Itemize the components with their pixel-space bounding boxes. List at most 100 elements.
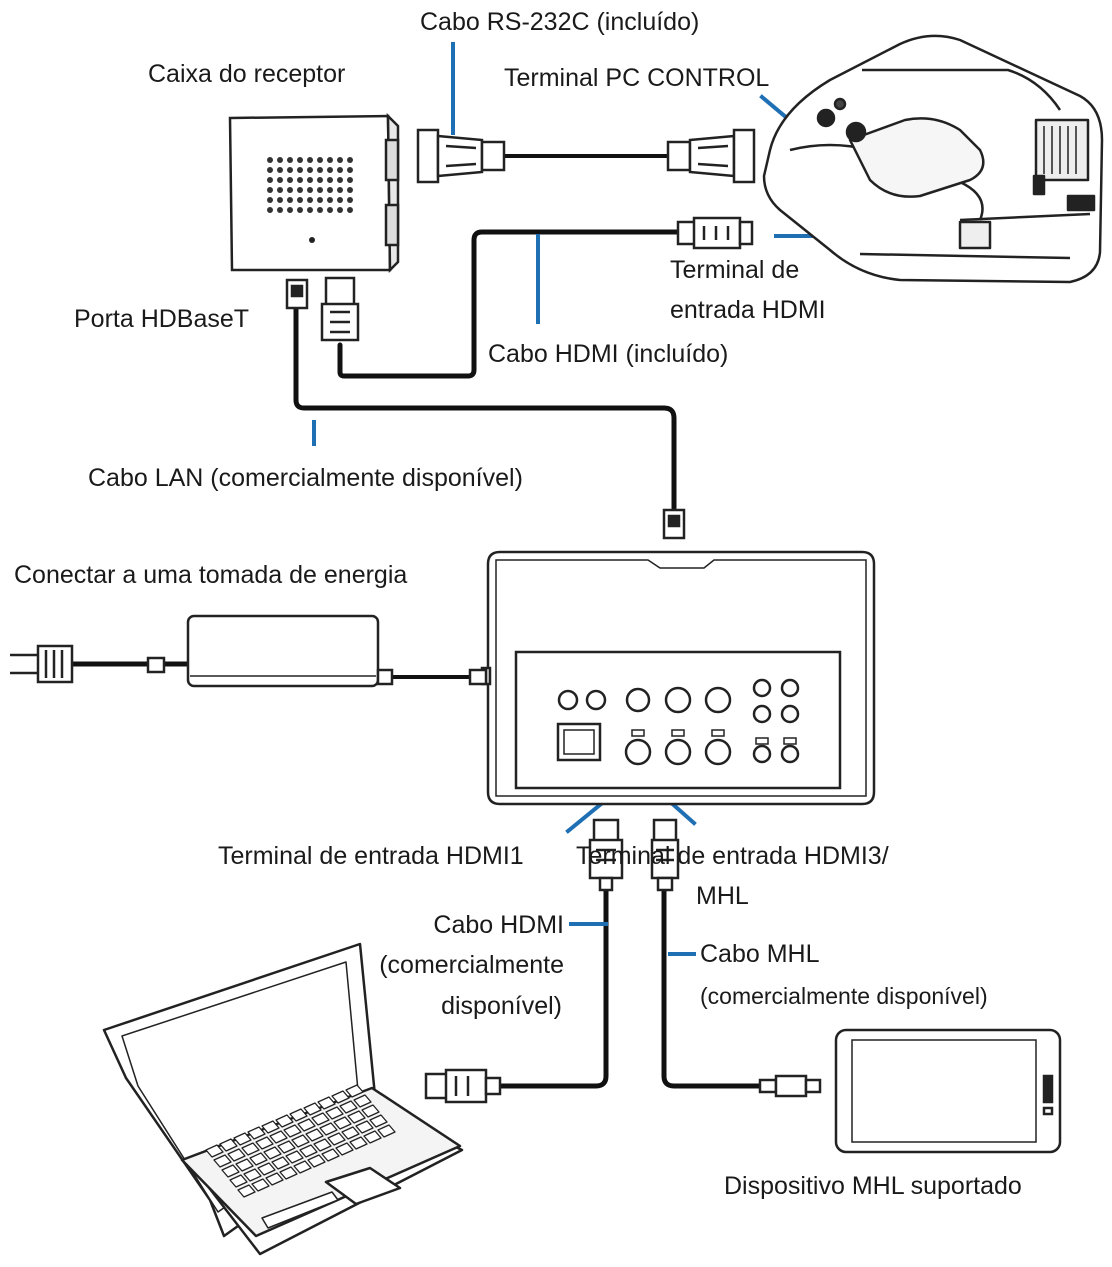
laptop-key — [227, 1148, 246, 1162]
laptop-key — [349, 1136, 368, 1150]
laptop-key — [275, 1114, 294, 1128]
vent-hole — [317, 207, 323, 213]
vent-hole — [327, 207, 333, 213]
vent-hole — [297, 197, 303, 203]
laptop-key — [355, 1120, 374, 1134]
laptop-key — [241, 1142, 260, 1156]
laptop-key — [335, 1142, 354, 1156]
hdmi-cable-included — [337, 229, 683, 379]
laptop-key — [247, 1126, 266, 1140]
vent-hole — [347, 187, 353, 193]
hdmi1-plug — [588, 818, 624, 892]
laptop-key — [333, 1116, 352, 1130]
vent-hole — [287, 157, 293, 163]
laptop-key — [305, 1128, 324, 1142]
vent-hole — [297, 187, 303, 193]
vent-hole — [277, 177, 283, 183]
vent-grid — [267, 157, 353, 213]
laptop-key — [243, 1168, 262, 1182]
laptop-key — [263, 1146, 282, 1160]
vent-hole — [277, 157, 283, 163]
vent-hole — [297, 157, 303, 163]
vent-hole — [337, 187, 343, 193]
laptop-hdmi-plug — [424, 1068, 502, 1104]
vent-hole — [267, 167, 273, 173]
laptop-key — [205, 1144, 224, 1158]
vent-hole — [287, 197, 293, 203]
label-hdmi-in-terminal-2: entrada HDMI — [670, 296, 826, 324]
vent-hole — [287, 207, 293, 213]
vent-hole — [267, 197, 273, 203]
vent-hole — [307, 197, 313, 203]
vent-hole — [267, 187, 273, 193]
vent-hole — [297, 207, 303, 213]
vent-hole — [337, 197, 343, 203]
laptop-key — [269, 1130, 288, 1144]
projector-hdmi-plug — [676, 216, 754, 250]
laptop-key — [317, 1096, 336, 1110]
vent-hole — [277, 167, 283, 173]
label-hdmi3-terminal-2: MHL — [696, 882, 749, 910]
laptop-key — [237, 1184, 256, 1198]
laptop-key — [377, 1124, 396, 1138]
vent-hole — [347, 177, 353, 183]
laptop-key — [347, 1110, 366, 1124]
label-pc-control-terminal: Terminal PC CONTROL — [504, 64, 769, 92]
laptop-key — [251, 1178, 270, 1192]
laptop-key — [291, 1134, 310, 1148]
laptop-key — [325, 1106, 344, 1120]
vent-hole — [267, 207, 273, 213]
vent-hole — [307, 157, 313, 163]
vent-hole — [277, 197, 283, 203]
laptop-key — [311, 1112, 330, 1126]
vent-hole — [337, 157, 343, 163]
projector — [762, 34, 1104, 284]
laptop-keyboard — [205, 1084, 396, 1198]
vent-hole — [347, 197, 353, 203]
rs232-connector-left — [416, 128, 506, 184]
vent-hole — [307, 167, 313, 173]
laptop-key — [229, 1174, 248, 1188]
vent-hole — [347, 157, 353, 163]
laptop-key — [345, 1084, 364, 1098]
vent-hole — [337, 177, 343, 183]
vent-hole — [317, 197, 323, 203]
label-hdmi-in-terminal-1: Terminal de — [670, 256, 799, 284]
label-mhl-cable-2: (comercialmente disponível) — [700, 983, 988, 1009]
laptop-key — [313, 1138, 332, 1152]
vent-hole — [307, 177, 313, 183]
tablet — [834, 1028, 1062, 1154]
vent-hole — [277, 207, 283, 213]
mhl-plug — [758, 1074, 822, 1098]
laptop-key — [299, 1144, 318, 1158]
vent-hole — [347, 167, 353, 173]
laptop-key — [257, 1162, 276, 1176]
laptop-key — [303, 1102, 322, 1116]
vent-hole — [287, 167, 293, 173]
vent-hole — [267, 177, 273, 183]
vent-hole — [267, 157, 273, 163]
lan-cable — [293, 303, 677, 511]
laptop-key — [353, 1094, 372, 1108]
label-power-outlet: Conectar a uma tomada de energia — [14, 561, 407, 589]
vent-hole — [297, 167, 303, 173]
vent-hole — [327, 187, 333, 193]
laptop-key — [289, 1108, 308, 1122]
laptop-key — [213, 1154, 232, 1168]
panel-jacks — [556, 678, 800, 766]
label-hdmi-cable-commercial-3: disponível) — [441, 992, 562, 1020]
hdmi3-plug — [650, 818, 680, 892]
label-lan-cable: Cabo LAN (comercialmente disponível) — [88, 464, 523, 492]
vent-hole — [317, 167, 323, 173]
hdbaset-port — [285, 278, 309, 310]
receiver-box — [228, 112, 400, 273]
laptop-key — [249, 1152, 268, 1166]
label-receiver-box: Caixa do receptor — [148, 60, 345, 88]
laptop-key — [321, 1148, 340, 1162]
laptop-key — [339, 1100, 358, 1114]
label-rs232-cable: Cabo RS-232C (incluído) — [420, 8, 699, 36]
laptop-key — [285, 1150, 304, 1164]
laptop-key — [219, 1138, 238, 1152]
laptop-key — [279, 1166, 298, 1180]
laptop-key — [363, 1130, 382, 1144]
